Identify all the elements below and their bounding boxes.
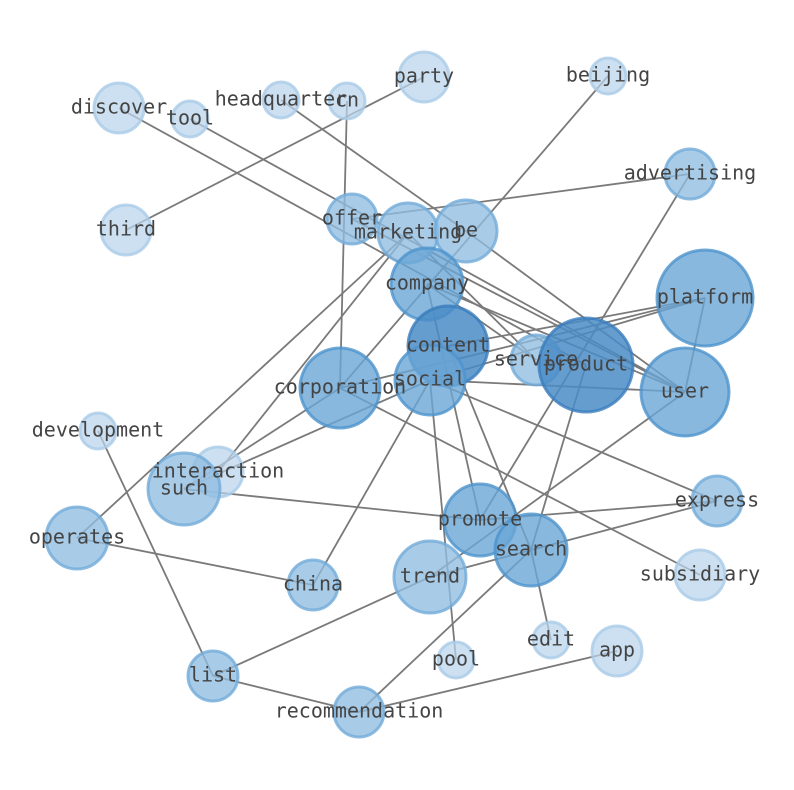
node-label-development: development	[32, 418, 164, 442]
edge-operates-china	[76, 537, 314, 586]
node-label-corporation: corporation	[274, 375, 406, 399]
node-headquarter[interactable]	[261, 80, 301, 120]
node-recommendation[interactable]	[332, 685, 386, 739]
node-trend[interactable]	[392, 539, 468, 615]
node-discover[interactable]	[92, 81, 146, 135]
node-label-app: app	[599, 638, 635, 662]
node-label-promote: promote	[438, 507, 522, 531]
node-advertising[interactable]	[663, 147, 717, 201]
node-label-recommendation: recommendation	[275, 699, 444, 723]
node-app[interactable]	[590, 624, 644, 678]
edge-such-promote	[183, 488, 481, 521]
edge-recommendation-app	[358, 650, 618, 713]
node-layer	[44, 50, 755, 739]
node-label-pool: pool	[432, 647, 480, 671]
node-list[interactable]	[186, 649, 240, 703]
node-search[interactable]	[493, 512, 569, 588]
node-label-subsidiary: subsidiary	[640, 562, 760, 586]
node-label-tool: tool	[166, 106, 214, 130]
node-label-such: such	[160, 476, 208, 500]
node-development[interactable]	[78, 411, 118, 451]
node-label-beijing: beijing	[566, 63, 650, 87]
node-label-operates: operates	[29, 525, 125, 549]
node-label-advertising: advertising	[624, 161, 756, 185]
node-pool[interactable]	[436, 640, 476, 680]
node-label-be: be	[454, 218, 478, 242]
node-subsidiary[interactable]	[673, 548, 727, 602]
node-corporation[interactable]	[298, 346, 382, 430]
node-label-content: content	[406, 333, 490, 357]
node-label-list: list	[189, 663, 237, 687]
edge-social-express	[429, 379, 718, 502]
node-label-social: social	[394, 367, 466, 391]
node-label-trend: trend	[400, 564, 460, 588]
node-edit[interactable]	[531, 620, 571, 660]
node-offer[interactable]	[325, 192, 379, 246]
node-such[interactable]	[146, 451, 222, 527]
node-label-cn: cn	[335, 88, 359, 112]
node-party[interactable]	[397, 50, 451, 104]
node-be[interactable]	[433, 198, 499, 264]
node-label-discover: discover	[71, 95, 167, 119]
node-third[interactable]	[99, 203, 153, 257]
node-label-china: china	[283, 572, 343, 596]
node-label-user: user	[661, 379, 709, 403]
edge-party-third	[125, 76, 425, 231]
node-label-marketing: marketing	[354, 220, 462, 244]
node-label-party: party	[394, 64, 454, 88]
node-beijing[interactable]	[588, 56, 628, 96]
node-tool[interactable]	[170, 99, 210, 139]
node-express[interactable]	[690, 474, 744, 528]
edge-trend-list	[212, 576, 431, 677]
edge-social-china	[312, 379, 431, 586]
edge-marketing-interaction	[217, 232, 409, 473]
edge-headquarter-be	[280, 99, 467, 232]
node-label-third: third	[96, 217, 156, 241]
edge-search-recommendation	[358, 549, 532, 713]
node-platform[interactable]	[655, 248, 755, 348]
node-operates[interactable]	[44, 505, 110, 571]
edge-corporation-subsidiary	[339, 387, 701, 576]
node-label-edit: edit	[527, 627, 575, 651]
node-label-service: service	[494, 347, 578, 371]
node-label-product: product	[544, 352, 628, 376]
node-product[interactable]	[537, 316, 635, 414]
node-social[interactable]	[393, 343, 467, 417]
node-label-offer: offer	[322, 206, 382, 230]
node-label-platform: platform	[657, 285, 753, 309]
node-cn[interactable]	[327, 81, 367, 121]
node-china[interactable]	[286, 558, 340, 612]
edge-cn-corporation	[339, 100, 348, 389]
edge-operates-marketing	[76, 232, 409, 539]
node-label-headquarter: headquarter	[215, 87, 347, 111]
node-label-express: express	[675, 488, 759, 512]
edge-development-list	[97, 430, 214, 677]
node-label-company: company	[385, 271, 469, 295]
node-user[interactable]	[639, 346, 731, 438]
node-label-search: search	[495, 537, 567, 561]
node-label-interaction: interaction	[152, 459, 284, 483]
